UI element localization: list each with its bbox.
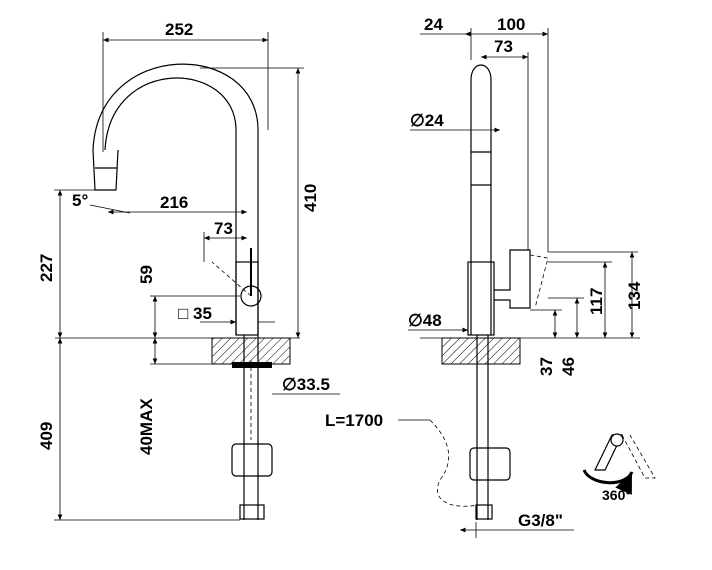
dim-35-label: □ 35 <box>178 304 212 323</box>
dim-216-label: 216 <box>160 193 188 212</box>
connection-label: G3/8" <box>518 511 563 530</box>
side-view: 24 100 73 ∅24 ∅48 134 117 37 46 L=1700 <box>325 15 644 538</box>
dim-d48-label: ∅48 <box>408 311 442 330</box>
dim-73-label: 73 <box>214 219 233 238</box>
pullout-hose <box>429 419 479 507</box>
spray-head <box>92 149 119 191</box>
dim-37-label: 37 <box>537 357 556 376</box>
side-handle <box>494 249 531 309</box>
hose-length-label: L=1700 <box>325 411 383 430</box>
side-base <box>467 261 495 336</box>
dim-59-label: 59 <box>137 265 156 284</box>
spout-inner <box>92 63 259 335</box>
rotation-spout-alt <box>621 434 656 479</box>
faucet-base <box>235 261 259 336</box>
tilt-line <box>89 204 131 214</box>
dim-40max-label: 40MAX <box>137 398 156 455</box>
rotation-icon: 360° <box>582 433 656 503</box>
rotation-arrow <box>582 469 634 495</box>
dim-46-label: 46 <box>559 357 578 376</box>
dim-d24-label: ∅24 <box>410 111 444 130</box>
rotation-label: 360° <box>602 487 631 503</box>
dim-227-label: 227 <box>37 254 56 282</box>
rotation-pivot <box>610 433 624 447</box>
dim-117-label: 117 <box>587 288 606 315</box>
side-hose-ends <box>475 504 493 520</box>
dim-134-label: 134 <box>625 281 644 310</box>
dim-335-label: ∅33.5 <box>282 375 330 394</box>
front-view: 252 216 73 5° 410 227 59 □ 35 ∅33.5 <box>37 20 340 521</box>
handle-alt <box>211 261 252 297</box>
tilt-label: 5° <box>72 191 88 210</box>
side-spout <box>470 64 492 335</box>
dim-24-label: 24 <box>424 15 443 34</box>
dim-252-label: 252 <box>165 20 193 39</box>
dim-73s-label: 73 <box>494 37 513 56</box>
nut-top <box>232 362 272 368</box>
side-counter-block <box>441 337 521 365</box>
dim-409-label: 409 <box>37 422 56 450</box>
dim-100-label: 100 <box>497 15 525 34</box>
side-handle-alt <box>529 254 549 309</box>
dim-410-label: 410 <box>301 184 320 212</box>
spout-outer <box>104 77 237 335</box>
hose-ends <box>239 504 265 520</box>
mounting-nut <box>231 443 273 477</box>
side-nut <box>469 447 511 481</box>
